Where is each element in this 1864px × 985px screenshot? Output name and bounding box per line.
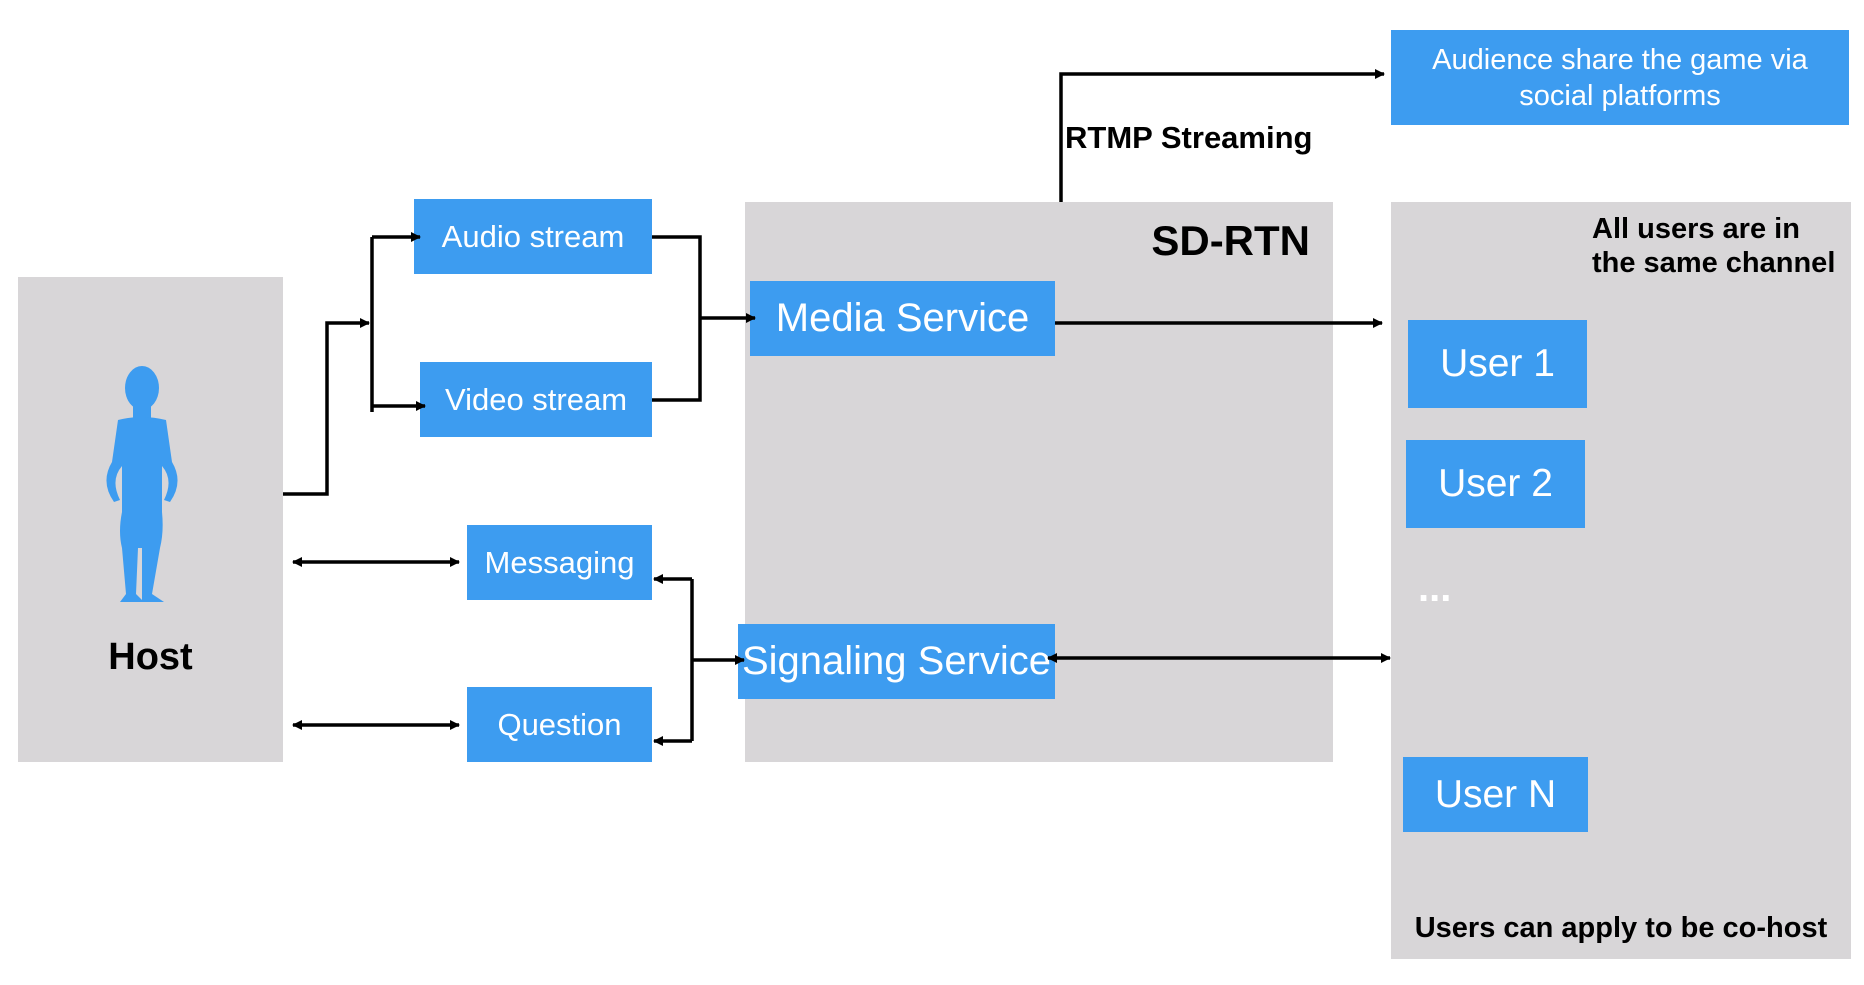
rtmp-streaming-label: RTMP Streaming (1065, 120, 1313, 155)
co-host-note: Users can apply to be co-host (1414, 912, 1828, 944)
question-box: Question (467, 687, 652, 762)
audio-stream-box: Audio stream (414, 199, 652, 274)
video-stream-box: Video stream (420, 362, 652, 437)
user-2-box: User 2 (1406, 440, 1585, 528)
channel-note: All users are in the same channel (1592, 213, 1836, 279)
user-1-box: User 1 (1408, 320, 1587, 408)
rtmp-arrow (1059, 69, 1385, 202)
user-ellipsis: ... (1418, 566, 1452, 610)
media-service-box: Media Service (750, 281, 1055, 356)
streams-join-line (652, 235, 702, 402)
host-label: Host (108, 636, 193, 678)
audience-box: Audience share the game via social platf… (1391, 30, 1849, 125)
person-silhouette-icon (106, 366, 178, 602)
host-to-streams-arrow (283, 318, 370, 496)
user-n-box: User N (1403, 757, 1588, 832)
signaling-service-box: Signaling Service (738, 624, 1055, 699)
messaging-box: Messaging (467, 525, 652, 600)
sd-rtn-title: SD-RTN (1151, 217, 1310, 264)
